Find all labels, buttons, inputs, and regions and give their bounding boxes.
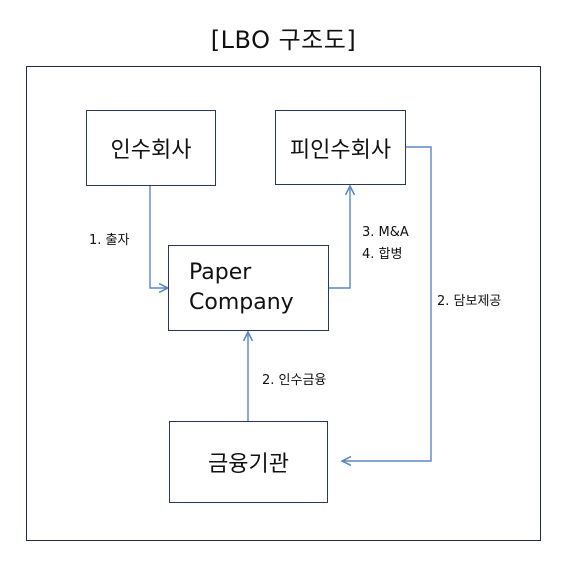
paper-company-label-line2: Company — [189, 290, 294, 315]
investment-connector — [149, 186, 168, 288]
investment-label: 1. 출자 — [89, 233, 130, 248]
acq-finance-label: 2. 인수금융 — [262, 373, 327, 388]
diagram-frame — [26, 66, 541, 541]
merger-label: 4. 합병 — [362, 247, 403, 262]
mna-label: 3. M&A — [362, 225, 409, 240]
acquirer-node: 인수회사 — [86, 110, 216, 186]
mna-connector — [329, 186, 350, 289]
target-node: 피인수회사 — [275, 110, 406, 185]
collateral-connector — [342, 146, 432, 461]
paper-company-label-line1: Paper — [189, 260, 252, 285]
financial-institution-node: 금융기관 — [169, 421, 328, 503]
diagram-title: [LBO 구조도] — [210, 26, 357, 54]
collateral-label: 2. 담보제공 — [437, 294, 502, 309]
paper-company-node: Paper Company — [168, 245, 329, 331]
